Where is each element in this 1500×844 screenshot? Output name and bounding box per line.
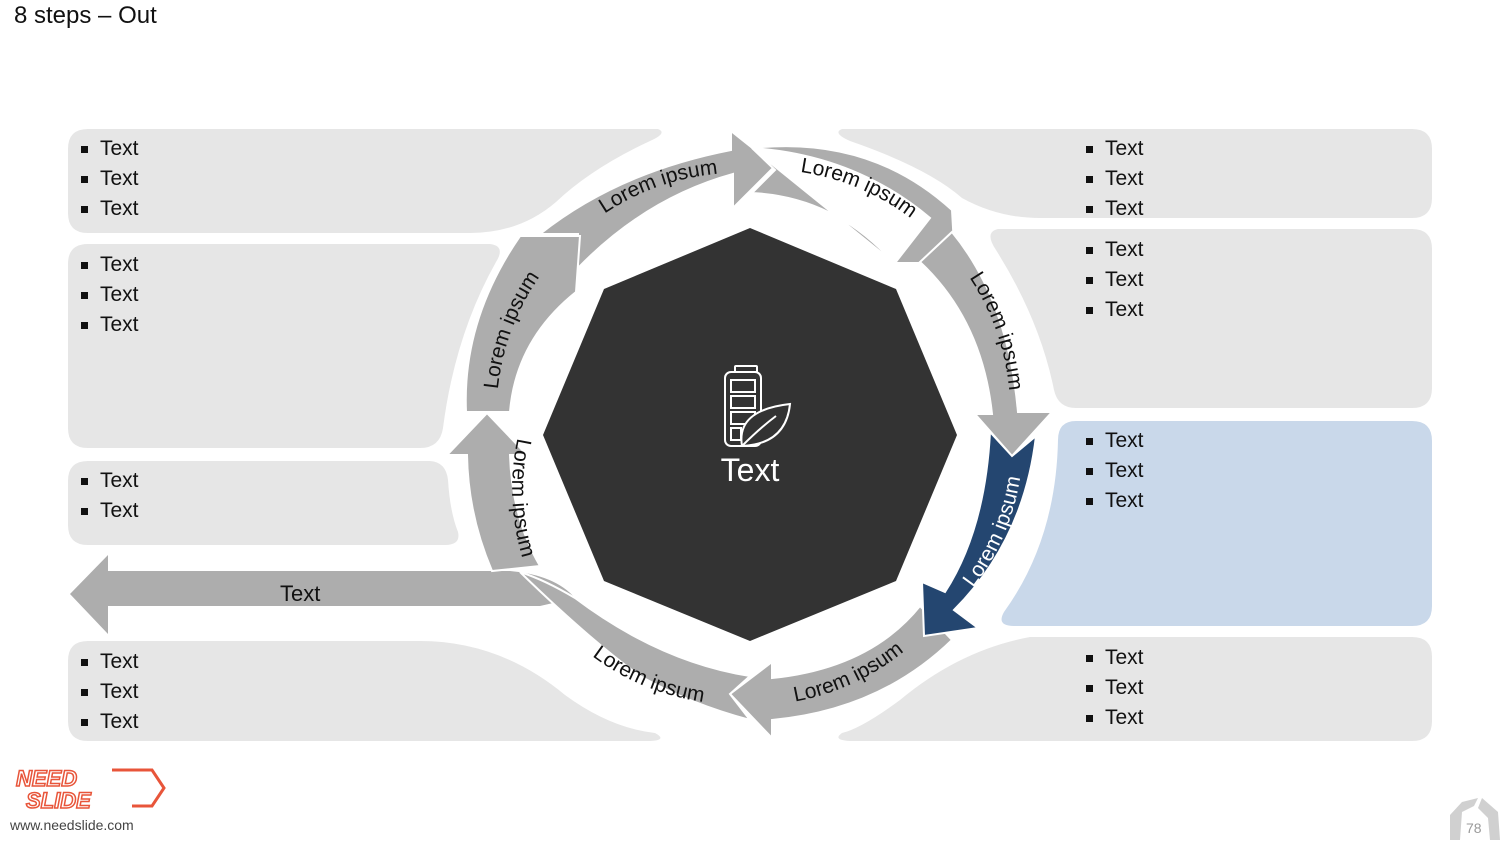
list-item: Text: [1073, 295, 1144, 325]
list-item: Text: [1073, 486, 1144, 516]
ring-arrow-7: [444, 411, 542, 573]
ring-label-1: Lorem ipsum: [595, 156, 719, 218]
right-panel-1-list: Text Text Text: [1073, 134, 1144, 224]
list-item: Text: [68, 647, 139, 677]
list-item: Text: [1073, 164, 1144, 194]
panel-left-3-bg: [68, 461, 459, 545]
out-arrow-label: Text: [280, 581, 321, 606]
list-item: Text: [68, 496, 139, 526]
list-item: Text: [1073, 194, 1144, 224]
ring-arrow-4-active: [920, 429, 1038, 638]
ring-arrow-6: [519, 571, 753, 722]
list-item: Text: [68, 280, 139, 310]
panel-right-1-bg: [838, 129, 1432, 218]
list-item: Text: [1073, 134, 1144, 164]
list-item: Text: [68, 707, 139, 737]
list-item: Text: [68, 310, 139, 340]
needslide-logo: NEED SLIDE: [15, 766, 166, 814]
recycle-arrows-icon: [1450, 798, 1500, 840]
panel-right-4-bg: [838, 637, 1432, 741]
right-panel-4-list: Text Text Text: [1073, 643, 1144, 733]
list-item: Text: [68, 134, 139, 164]
list-item: Text: [1073, 703, 1144, 733]
out-arrow: [70, 555, 575, 634]
list-item: Text: [1073, 673, 1144, 703]
footer-url[interactable]: www.needslide.com: [10, 817, 134, 833]
logo-text-top: NEED: [16, 766, 77, 791]
list-item: Text: [1073, 426, 1144, 456]
battery-leaf-icon: [724, 365, 792, 448]
ring-arrow-1: [537, 128, 777, 271]
panel-left-4-bg: [68, 641, 661, 741]
list-item: Text: [1073, 643, 1144, 673]
ring-arrow-8: [464, 235, 582, 413]
logo-text-bottom: SLIDE: [26, 788, 92, 813]
right-panel-2-list: Text Text Text: [1073, 235, 1144, 325]
list-item: Text: [68, 164, 139, 194]
center-label: Text: [720, 452, 780, 488]
list-item: Text: [1073, 456, 1144, 486]
panel-left-1-bg: [68, 129, 662, 233]
left-panel-1-list: Text Text Text: [68, 134, 139, 224]
panel-right-3-bg: [1001, 421, 1432, 626]
list-item: Text: [68, 250, 139, 280]
left-panel-2-list: Text Text Text: [68, 250, 139, 340]
panel-right-2-bg: [990, 229, 1432, 408]
list-item: Text: [68, 677, 139, 707]
list-item: Text: [1073, 235, 1144, 265]
list-item: Text: [1073, 265, 1144, 295]
right-panel-3-list: Text Text Text: [1073, 426, 1144, 516]
list-item: Text: [68, 194, 139, 224]
panel-left-2-bg: [68, 244, 500, 448]
left-panel-3-list: Text Text: [68, 466, 139, 526]
page-number: 78: [1466, 820, 1482, 836]
list-item: Text: [68, 466, 139, 496]
left-panel-4-list: Text Text Text: [68, 647, 139, 737]
slide-title: 8 steps – Out: [14, 2, 157, 29]
